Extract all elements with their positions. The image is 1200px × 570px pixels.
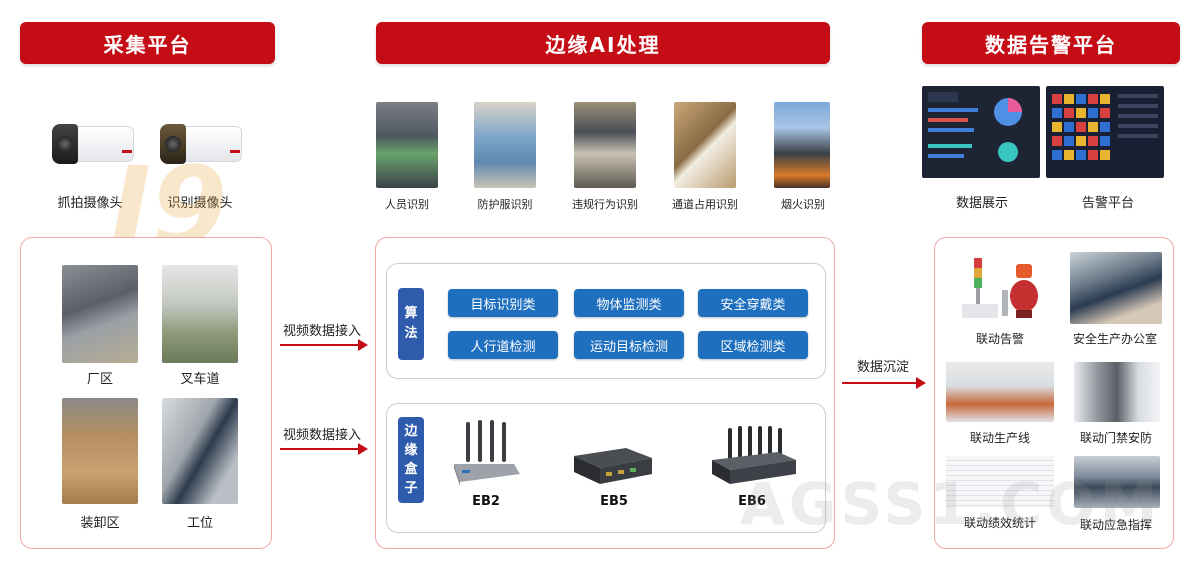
alarm-platform-screenshot	[1046, 86, 1164, 178]
factory-photo	[62, 265, 138, 363]
access-control-photo	[1074, 362, 1160, 422]
linkage-label: 联动门禁安防	[1079, 431, 1152, 445]
safety-office-photo	[1070, 252, 1162, 324]
linkage-label: 联动告警	[975, 332, 1024, 346]
lane-occupancy-photo	[674, 102, 736, 188]
protective-suit-photo	[474, 102, 536, 188]
linkage-label: 联动应急指挥	[1079, 518, 1152, 532]
recognition-label: 防护服识别	[477, 198, 533, 211]
performance-sheet-image	[946, 456, 1054, 508]
device-label: EB6	[738, 494, 766, 509]
linkage-label: 联动绩效统计	[963, 516, 1036, 530]
edge-box-tag-char: 缘	[404, 443, 418, 458]
alarm-light-image	[954, 252, 1042, 324]
algorithm-button[interactable]: 运动目标检测	[574, 331, 684, 359]
device-label: EB2	[472, 494, 500, 509]
algorithm-button[interactable]: 区域检测类	[698, 331, 808, 359]
recognition-label: 烟火识别	[781, 198, 825, 211]
algorithm-tag: 算 法	[398, 288, 424, 360]
person-recognition-photo	[376, 102, 438, 188]
edge-box-tag-char: 边	[404, 424, 418, 439]
algorithm-button[interactable]: 安全穿戴类	[698, 289, 808, 317]
smoke-fire-photo	[774, 102, 830, 188]
workstation-photo	[162, 398, 238, 504]
site-watermark: AGSS1.COM	[740, 470, 1162, 538]
capture-camera-icon	[52, 122, 134, 168]
scene-label: 厂区	[86, 372, 113, 387]
recognition-label: 违规行为识别	[572, 198, 638, 211]
video-input-arrow	[280, 443, 368, 455]
emergency-command-photo	[1074, 456, 1160, 508]
scene-label: 装卸区	[80, 516, 120, 531]
algorithm-button[interactable]: 物体监测类	[574, 289, 684, 317]
recognition-camera-icon	[160, 122, 242, 168]
algorithm-tag-char: 算	[404, 306, 418, 321]
recognition-label: 人员识别	[385, 198, 429, 211]
algorithm-button[interactable]: 目标识别类	[448, 289, 558, 317]
screen-label: 告警平台	[1081, 196, 1134, 211]
production-line-photo	[946, 362, 1054, 422]
algorithm-button[interactable]: 人行道检测	[448, 331, 558, 359]
scene-label: 工位	[186, 516, 213, 531]
loading-area-photo	[62, 398, 138, 504]
collect-platform-header: 采集平台	[20, 22, 275, 64]
device-label: EB5	[600, 494, 628, 509]
algorithm-tag-char: 法	[404, 326, 418, 341]
edge-box-tag: 边 缘 盒 子	[398, 417, 424, 503]
data-storage-label: 数据沉淀	[856, 360, 909, 375]
forklift-lane-photo	[162, 265, 238, 363]
video-input-label: 视频数据接入	[282, 324, 361, 339]
violation-photo	[574, 102, 636, 188]
edge-box-tag-char: 子	[404, 481, 418, 496]
edge-box-tag-char: 盒	[404, 462, 418, 477]
linkage-label: 安全生产办公室	[1072, 332, 1157, 346]
eb6-device-icon	[708, 424, 800, 490]
eb2-device-icon	[448, 418, 524, 486]
video-input-label: 视频数据接入	[282, 428, 361, 443]
camera-label: 抓拍摄像头	[57, 196, 123, 211]
video-input-arrow	[280, 339, 368, 351]
linkage-label: 联动生产线	[969, 431, 1030, 445]
screen-label: 数据展示	[955, 196, 1008, 211]
data-storage-arrow	[842, 377, 926, 389]
alarm-platform-header: 数据告警平台	[922, 22, 1180, 64]
scene-label: 叉车道	[180, 372, 220, 387]
eb5-device-icon	[570, 440, 656, 490]
recognition-label: 通道占用识别	[672, 198, 738, 211]
edge-ai-header: 边缘AI处理	[376, 22, 830, 64]
data-display-screenshot	[922, 86, 1040, 178]
algorithm-panel	[386, 263, 826, 379]
camera-label: 识别摄像头	[167, 196, 233, 211]
